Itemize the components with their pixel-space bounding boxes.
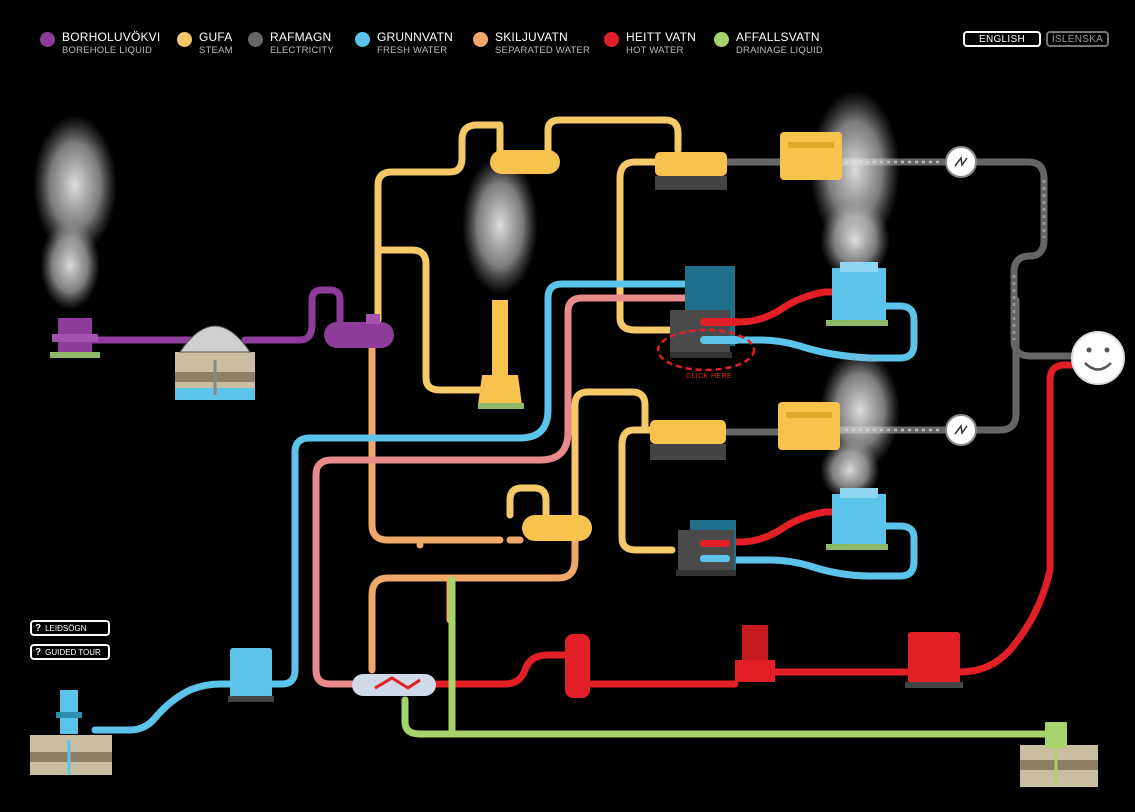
dome-building[interactable] [175, 325, 255, 400]
hot-water-loop-1 [696, 288, 854, 326]
legend-sublabel: SEPARATED WATER [495, 45, 591, 56]
separated-water-pipe-3 [416, 574, 454, 624]
electricity-line [723, 158, 1076, 360]
turbine-2[interactable] [650, 420, 726, 460]
legend-sublabel: ELECTRICITY [270, 45, 334, 56]
separated-water-pipe-2 [368, 536, 579, 674]
guided-tour-label: GUIDED TOUR [45, 647, 101, 657]
drainage-pipe [401, 576, 1054, 738]
consumer-smiley[interactable] [1071, 331, 1125, 385]
legend-sublabel: FRESH WATER [377, 45, 448, 56]
legend-sublabel: DRAINAGE LIQUID [736, 45, 823, 56]
fresh-water-pipe [91, 280, 704, 734]
separated-water-pipe [368, 341, 524, 549]
guided-tour-button[interactable]: ? GUIDED TOUR [30, 644, 110, 660]
hot-water-pump[interactable] [735, 625, 775, 682]
color-dot-icon [473, 32, 488, 47]
steam-pipe-upper [374, 116, 682, 324]
color-dot-icon [248, 32, 263, 47]
fresh-water-well[interactable] [30, 690, 112, 775]
steam-separator[interactable] [324, 314, 394, 348]
legend-sublabel: STEAM [199, 45, 233, 56]
language-icelandic-button[interactable]: ÍSLENSKA [1046, 31, 1109, 47]
generator-2[interactable] [778, 402, 840, 450]
hot-water-loop-2 [701, 508, 854, 546]
generator-1[interactable] [780, 132, 842, 180]
legend-label: GUFA [199, 30, 233, 44]
borehole-wellhead[interactable] [50, 318, 100, 358]
condenser-1[interactable] [656, 266, 756, 372]
color-dot-icon [604, 32, 619, 47]
condenser-2[interactable] [676, 520, 736, 576]
silencer-tower[interactable] [478, 300, 524, 409]
steam-pipe-lower [506, 388, 676, 554]
question-icon: ? [35, 622, 42, 634]
steam-pipe-turbine1 [616, 158, 674, 334]
color-dot-icon [40, 32, 55, 47]
borehole-liquid-pipe [86, 286, 344, 344]
heat-exchanger[interactable] [352, 674, 436, 696]
turbine-1[interactable] [655, 152, 727, 190]
fresh-water-tank[interactable] [228, 648, 274, 702]
legend-label: AFFALLSVATN [736, 30, 820, 44]
legend-label: SKILJUVATN [495, 30, 568, 44]
steam-tank-upper[interactable] [490, 150, 560, 174]
steam-tank-lower[interactable] [522, 515, 592, 541]
hot-water-tank-1[interactable] [565, 634, 590, 698]
cooling-tower-1[interactable] [826, 262, 888, 326]
color-dot-icon [355, 32, 370, 47]
steam-plumes [33, 90, 900, 500]
fresh-water-loop-2 [701, 522, 918, 580]
leidsogn-label: LEIÐSÖGN [45, 623, 87, 633]
legend-label: BORHOLUVÖKVI [62, 30, 161, 44]
language-english-button[interactable]: ENGLISH [963, 31, 1041, 47]
drainage-well[interactable] [1020, 722, 1098, 787]
legend-sublabel: BOREHOLE LIQUID [62, 45, 153, 56]
legend-sublabel: HOT WATER [626, 45, 684, 56]
warm-water-pipe [312, 294, 704, 688]
hot-water-storage[interactable] [905, 632, 963, 688]
steam-pipe-mid [374, 246, 494, 394]
fresh-water-loop-1 [696, 302, 918, 362]
cooling-tower-2[interactable] [826, 488, 888, 550]
legend-label: GRUNNVATN [377, 30, 454, 44]
question-icon: ? [35, 646, 42, 658]
color-dot-icon [714, 32, 729, 47]
legend-label: HEITT VATN [626, 30, 697, 44]
click-here-hint[interactable]: CLICK HERE [686, 373, 733, 380]
leidsogn-button[interactable]: ? LEIÐSÖGN [30, 620, 110, 636]
legend-label: RAFMAGN [270, 30, 332, 44]
color-dot-icon [177, 32, 192, 47]
hot-water-pipe [431, 361, 1084, 688]
